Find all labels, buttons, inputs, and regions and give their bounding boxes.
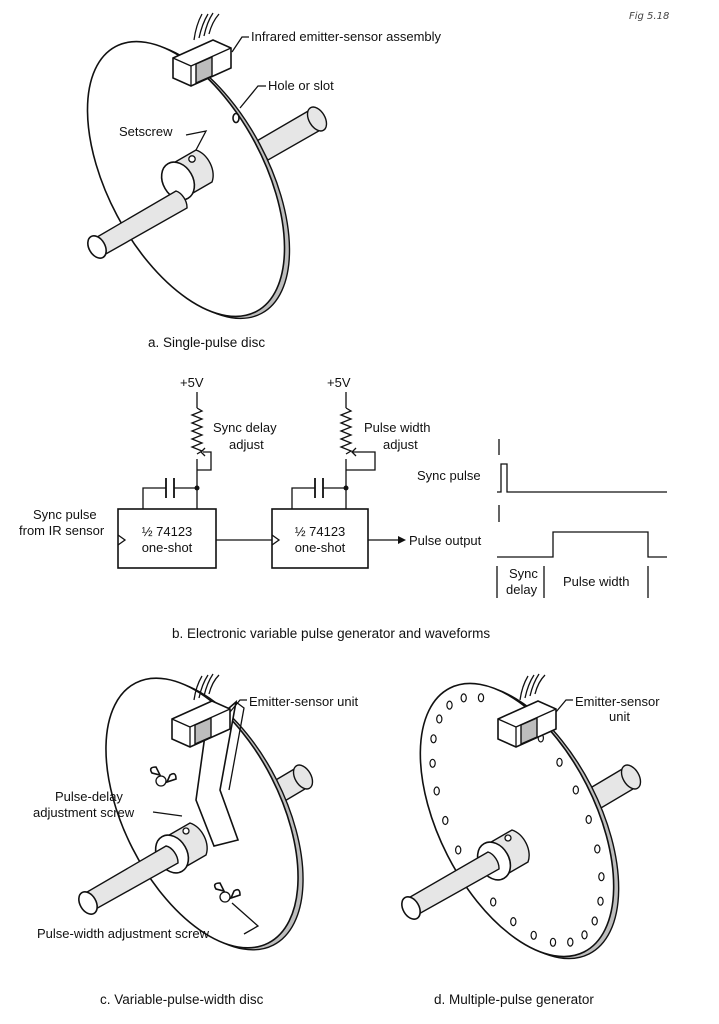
- perimeter-hole: [455, 845, 462, 855]
- one-shot-chip-2: [271, 508, 369, 569]
- shaft-end: [87, 235, 107, 259]
- output-label: Pulse output: [409, 533, 482, 548]
- pulse-waveform: [497, 531, 667, 558]
- perimeter-hole: [430, 734, 437, 744]
- hub: [160, 149, 214, 201]
- delay-screw-label-line-1: Pulse-delay: [55, 789, 123, 804]
- setscrew-label: Setscrew: [119, 124, 173, 139]
- caption-d: d. Multiple-pulse generator: [434, 992, 594, 1007]
- panel-d-multiple-pulse-generator: Emitter-sensor unit d. Multiple-pulse ge…: [401, 673, 660, 1007]
- perimeter-hole: [460, 693, 467, 703]
- perimeter-hole: [446, 700, 453, 710]
- pot-2-label-line-1: Pulse width: [364, 420, 430, 435]
- perimeter-hole: [442, 815, 449, 826]
- hole-leader: [239, 85, 266, 109]
- perimeter-hole: [567, 937, 574, 947]
- pot-1-label-line-2: adjust: [229, 437, 264, 452]
- chip-2-line-2: one-shot: [295, 540, 346, 555]
- chip-1-line-1: ½ 74123: [142, 524, 193, 539]
- emitter-sensor-unit-c: [171, 673, 231, 748]
- setscrew-head: [188, 155, 196, 163]
- supply-label-2: +5V: [327, 375, 351, 390]
- perimeter-hole: [572, 785, 580, 795]
- stage-2-circuit: ½ 74123 one-shot: [271, 392, 376, 569]
- wiper-arrow-1: [200, 447, 206, 457]
- perimeter-hole: [436, 714, 443, 724]
- resistor-zigzag-2: [339, 407, 353, 455]
- capacitor-1: [165, 478, 175, 498]
- sync-waveform: [497, 463, 667, 493]
- input-label-line-1: Sync pulse: [33, 507, 97, 522]
- delay-screw-label-line-2: adjustment screw: [33, 805, 135, 820]
- pot-2-label-line-2: adjust: [383, 437, 418, 452]
- emitter-label-d-line-1: Emitter-sensor: [575, 694, 660, 709]
- perimeter-hole: [429, 758, 436, 768]
- wave-sync-label: Sync pulse: [417, 468, 481, 483]
- delay-screw-leader: [152, 811, 183, 817]
- perimeter-hole: [591, 916, 598, 926]
- perimeter-hole: [598, 872, 605, 882]
- figure-reference: Fig 5.18: [629, 11, 669, 22]
- front-shaft-d: [401, 851, 500, 920]
- emitter-label-c: Emitter-sensor unit: [249, 694, 358, 709]
- timing-markers: [496, 566, 649, 598]
- pulse-width-wing-screw: [213, 882, 241, 903]
- delay-label-line-1: Sync: [509, 566, 538, 581]
- perimeter-hole: [585, 814, 592, 825]
- perimeter-hole: [581, 930, 588, 940]
- input-label-line-2: from IR sensor: [19, 523, 105, 538]
- pulse-delay-wing-screw: [149, 766, 177, 787]
- resistor-zigzag-1: [190, 407, 204, 455]
- perimeter-hole: [556, 757, 563, 767]
- emitter-leader-d: [555, 699, 573, 713]
- panel-c-variable-pulse-width-disc: Emitter-sensor unit Pulse-delay adjustme…: [33, 673, 358, 1007]
- waveforms: Sync pulse Sync delay Pulse width: [417, 439, 667, 598]
- delay-label-line-2: delay: [506, 582, 538, 597]
- emitter-leader-c: [229, 699, 247, 713]
- perimeter-hole: [490, 897, 497, 907]
- perimeter-hole: [433, 786, 440, 796]
- pot-1-label-line-1: Sync delay: [213, 420, 277, 435]
- hole-label: Hole or slot: [268, 78, 334, 93]
- caption-c: c. Variable-pulse-width disc: [100, 992, 264, 1007]
- width-screw-label: Pulse-width adjustment screw: [37, 926, 210, 941]
- emitter-sensor-unit-d: [497, 673, 557, 748]
- emitter-label: Infrared emitter-sensor assembly: [251, 29, 442, 44]
- panel-a-single-pulse-disc: Infrared emitter-sensor assembly Hole or…: [86, 12, 442, 350]
- front-shaft-c: [78, 845, 179, 915]
- width-label: Pulse width: [563, 574, 629, 589]
- one-shot-chip-1: [117, 508, 217, 569]
- disc-face-d: [419, 682, 615, 958]
- output-arrowhead: [398, 536, 406, 544]
- perimeter-hole: [477, 693, 485, 703]
- panel-b-pulse-generator: +5V +5V ½ 74123 one-shot Sync delay adju…: [19, 375, 667, 641]
- chip-1-line-2: one-shot: [142, 540, 193, 555]
- supply-label-1: +5V: [180, 375, 204, 390]
- perimeter-hole: [510, 916, 517, 927]
- width-screw-leader: [231, 902, 260, 935]
- wiper-arrow-2: [351, 447, 357, 457]
- rear-shaft: [253, 106, 328, 161]
- emitter-leader: [231, 36, 249, 53]
- perimeter-hole: [530, 930, 537, 940]
- capacitor-2: [314, 478, 324, 498]
- chip-2-line-1: ½ 74123: [295, 524, 346, 539]
- disc-hole: [232, 112, 240, 124]
- caption-a: a. Single-pulse disc: [148, 335, 265, 350]
- stage-1-circuit: ½ 74123 one-shot: [117, 392, 217, 569]
- caption-b: b. Electronic variable pulse generator a…: [172, 626, 490, 641]
- emitter-label-d-line-2: unit: [609, 709, 630, 724]
- front-shaft: [87, 190, 188, 259]
- perimeter-hole: [597, 896, 604, 906]
- setscrew-leader: [185, 130, 208, 151]
- perimeter-hole: [549, 937, 557, 947]
- perimeter-hole: [594, 844, 601, 854]
- emitter-sensor-assembly: [172, 12, 232, 87]
